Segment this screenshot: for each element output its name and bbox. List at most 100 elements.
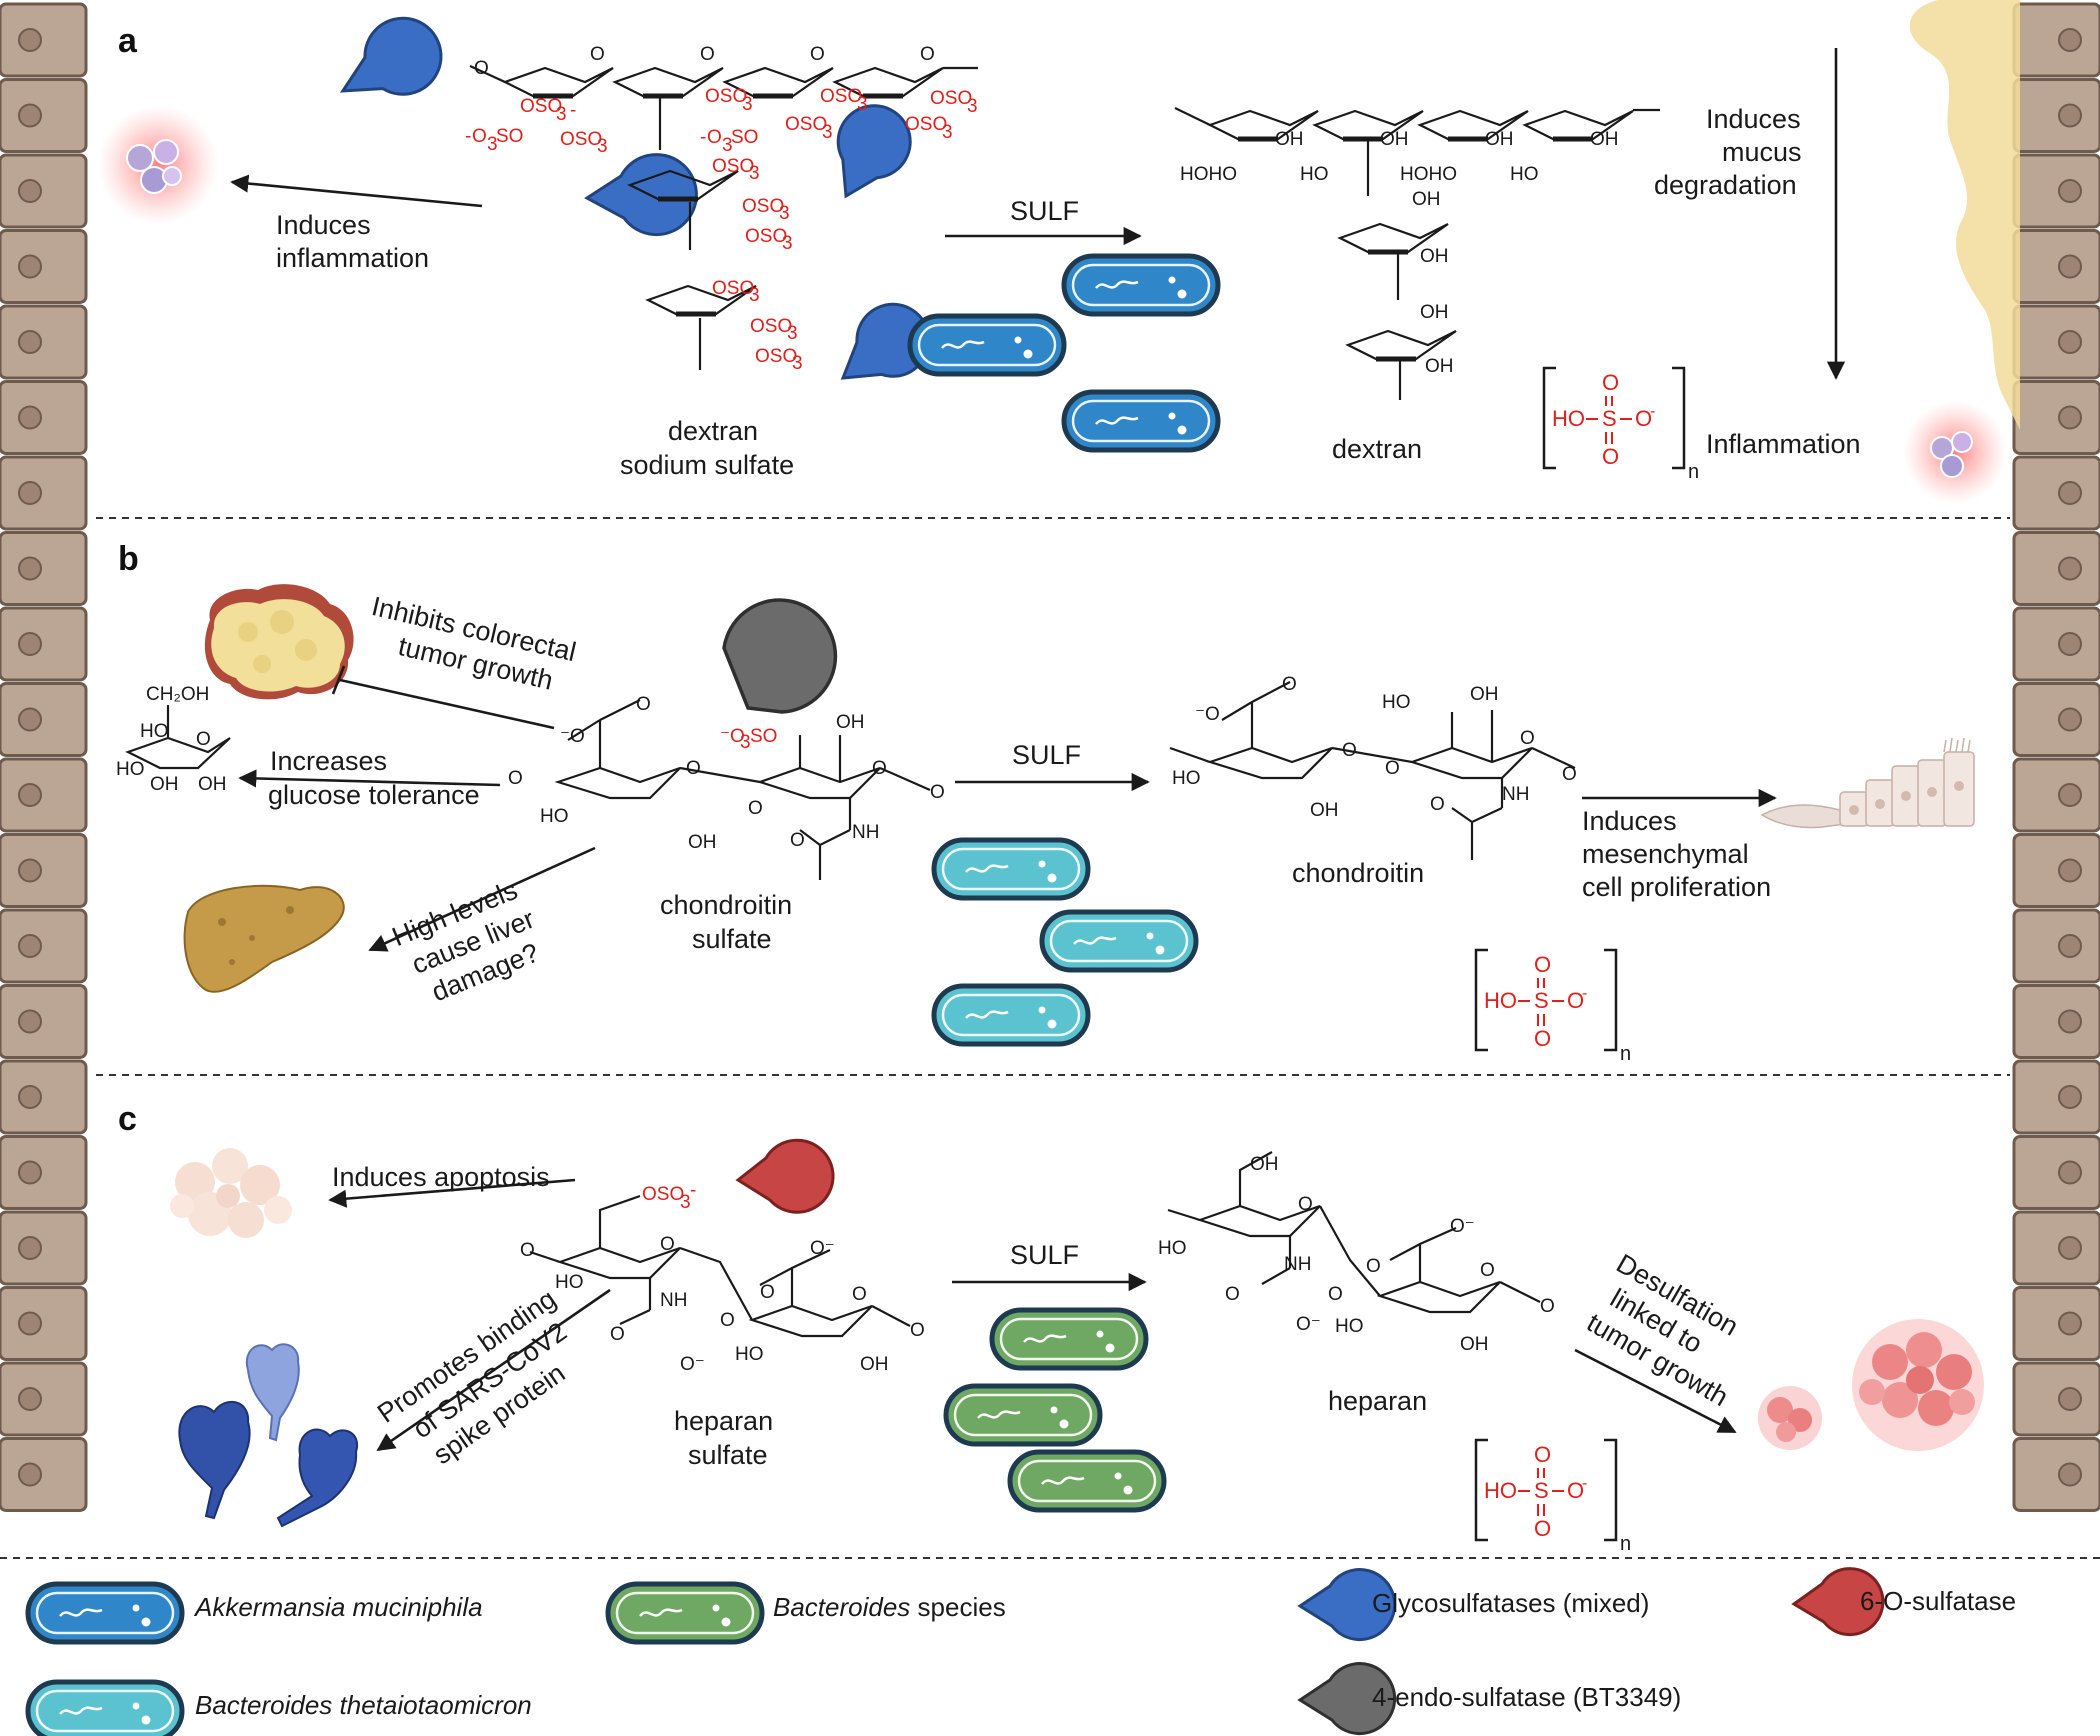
svg-text:HO: HO bbox=[1172, 768, 1201, 789]
legend-bacteroides-icon bbox=[605, 1581, 765, 1645]
svg-text:SO: SO bbox=[496, 126, 523, 147]
mesenchymal-cells-icon bbox=[1760, 737, 1975, 829]
svg-text:O: O bbox=[1342, 740, 1357, 761]
svg-text:S: S bbox=[1534, 988, 1549, 1013]
svg-text:O: O bbox=[720, 1310, 735, 1331]
svg-text:OSO: OSO bbox=[930, 88, 972, 109]
svg-text:⁻O: ⁻O bbox=[1195, 704, 1220, 725]
glycosulfatase-enzyme-icon bbox=[840, 302, 931, 380]
svg-text:3: 3 bbox=[722, 135, 733, 156]
svg-text:O: O bbox=[1534, 1442, 1551, 1467]
svg-text:OH: OH bbox=[1310, 800, 1339, 821]
svg-text:O: O bbox=[508, 768, 523, 789]
svg-text:O: O bbox=[590, 44, 605, 65]
theta-bacterium-icon bbox=[1039, 909, 1199, 973]
panel-label-c: c bbox=[118, 1100, 137, 1138]
inhibit-arrow-tumor bbox=[339, 678, 555, 730]
svg-text:O: O bbox=[474, 58, 489, 79]
label-induces-mucus-line2: mucus bbox=[1722, 137, 1802, 167]
svg-text:OSO: OSO bbox=[905, 114, 947, 135]
svg-text:O: O bbox=[1282, 674, 1297, 695]
svg-text:O: O bbox=[810, 44, 825, 65]
intestinal-epithelium-icon-right bbox=[2012, 2, 2100, 1512]
svg-text:OH: OH bbox=[1412, 189, 1441, 210]
svg-text:SO: SO bbox=[750, 726, 777, 747]
svg-text:NH: NH bbox=[1284, 1254, 1311, 1275]
svg-text:O: O bbox=[520, 1240, 535, 1261]
svg-text:O: O bbox=[660, 1234, 675, 1255]
svg-text:O: O bbox=[1602, 444, 1619, 469]
label-sulf-c: SULF bbox=[1010, 1240, 1079, 1270]
svg-text:O: O bbox=[700, 44, 715, 65]
svg-text:O: O bbox=[1534, 1026, 1551, 1051]
svg-text:O: O bbox=[472, 126, 487, 147]
label-dss-line2: sodium sulfate bbox=[620, 450, 794, 480]
svg-text:-: - bbox=[690, 1180, 696, 1201]
svg-text:n: n bbox=[1688, 461, 1699, 483]
glycosulfatase-enzyme-icon bbox=[584, 153, 698, 237]
svg-text:NH: NH bbox=[1502, 784, 1529, 805]
svg-text:3: 3 bbox=[740, 732, 751, 753]
label-inflammation-line2: inflammation bbox=[276, 243, 429, 273]
tumor-cells-icon bbox=[1758, 1319, 1984, 1451]
colorectal-tumor-icon bbox=[204, 584, 354, 700]
intestinal-epithelium-icon-left bbox=[0, 2, 88, 1512]
svg-text:3: 3 bbox=[556, 104, 567, 125]
svg-text:O: O bbox=[1328, 1284, 1343, 1305]
glucose-molecule-icon: CH₂OH HO O HO OH OH bbox=[116, 684, 231, 795]
svg-text:n: n bbox=[1620, 1043, 1631, 1065]
svg-text:O: O bbox=[910, 1320, 925, 1341]
svg-text:OSO: OSO bbox=[642, 1184, 684, 1205]
akkermansia-bacterium-icon bbox=[1061, 389, 1221, 453]
label-induces-line1: Induces bbox=[276, 210, 371, 240]
svg-text:O: O bbox=[686, 758, 701, 779]
svg-text:O: O bbox=[1534, 1516, 1551, 1541]
svg-text:HO: HO bbox=[555, 1272, 584, 1293]
svg-text:O: O bbox=[1520, 728, 1535, 749]
panel-label-b: b bbox=[118, 540, 139, 578]
svg-text:O⁻: O⁻ bbox=[810, 1238, 835, 1259]
svg-text:3: 3 bbox=[782, 233, 793, 254]
label-glucose-line1: Increases bbox=[270, 746, 387, 776]
inflammation-cells-icon bbox=[98, 105, 218, 225]
mucus-layer-icon bbox=[1909, 0, 2020, 430]
svg-text:HO: HO bbox=[1552, 406, 1585, 431]
svg-text:O: O bbox=[1567, 1478, 1584, 1503]
svg-text:OSO: OSO bbox=[750, 316, 792, 337]
legend-4-endo-sulfatase-icon bbox=[1297, 1662, 1397, 1735]
arrow-sars bbox=[376, 1288, 611, 1452]
svg-text:OH: OH bbox=[198, 774, 227, 795]
svg-text:O⁻: O⁻ bbox=[680, 1354, 705, 1375]
svg-text:OSO: OSO bbox=[560, 129, 602, 150]
glycosulfatase-enzyme-icon bbox=[339, 16, 443, 96]
svg-text:HO: HO bbox=[1382, 692, 1411, 713]
svg-text:O: O bbox=[1298, 1194, 1313, 1215]
legend-4-endo-sulfatase-label: 4-endo-sulfatase (BT3349) bbox=[1372, 1682, 1681, 1712]
svg-text:-: - bbox=[1582, 985, 1587, 1002]
label-mesenchymal-line2: mesenchymal bbox=[1582, 839, 1749, 869]
svg-text:O: O bbox=[1540, 1296, 1555, 1317]
legend-akkermansia-icon bbox=[25, 1581, 185, 1645]
svg-text:OSO: OSO bbox=[755, 346, 797, 367]
akkermansia-bacterium-icon bbox=[907, 313, 1067, 377]
svg-text:HO: HO bbox=[1484, 1478, 1517, 1503]
label-mesenchymal-line3: cell proliferation bbox=[1582, 872, 1771, 902]
legend-glycosulfatase-icon bbox=[1297, 1568, 1397, 1641]
svg-text:OH: OH bbox=[860, 1354, 889, 1375]
svg-text:3: 3 bbox=[967, 96, 978, 117]
svg-text:O: O bbox=[707, 127, 722, 148]
legend-bacteroides-suffix: species bbox=[910, 1592, 1005, 1622]
svg-text:HO: HO bbox=[735, 1344, 764, 1365]
arrow-apoptosis bbox=[328, 1178, 576, 1208]
svg-text:HO: HO bbox=[1300, 164, 1329, 185]
label-inflammation-right: Inflammation bbox=[1706, 429, 1861, 459]
svg-text:-: - bbox=[700, 127, 706, 148]
label-sulf-b: SULF bbox=[1012, 740, 1081, 770]
svg-text:NH: NH bbox=[660, 1290, 687, 1311]
svg-text:-: - bbox=[1582, 1475, 1587, 1492]
svg-text:OH: OH bbox=[1420, 246, 1449, 267]
svg-text:3: 3 bbox=[749, 163, 760, 184]
